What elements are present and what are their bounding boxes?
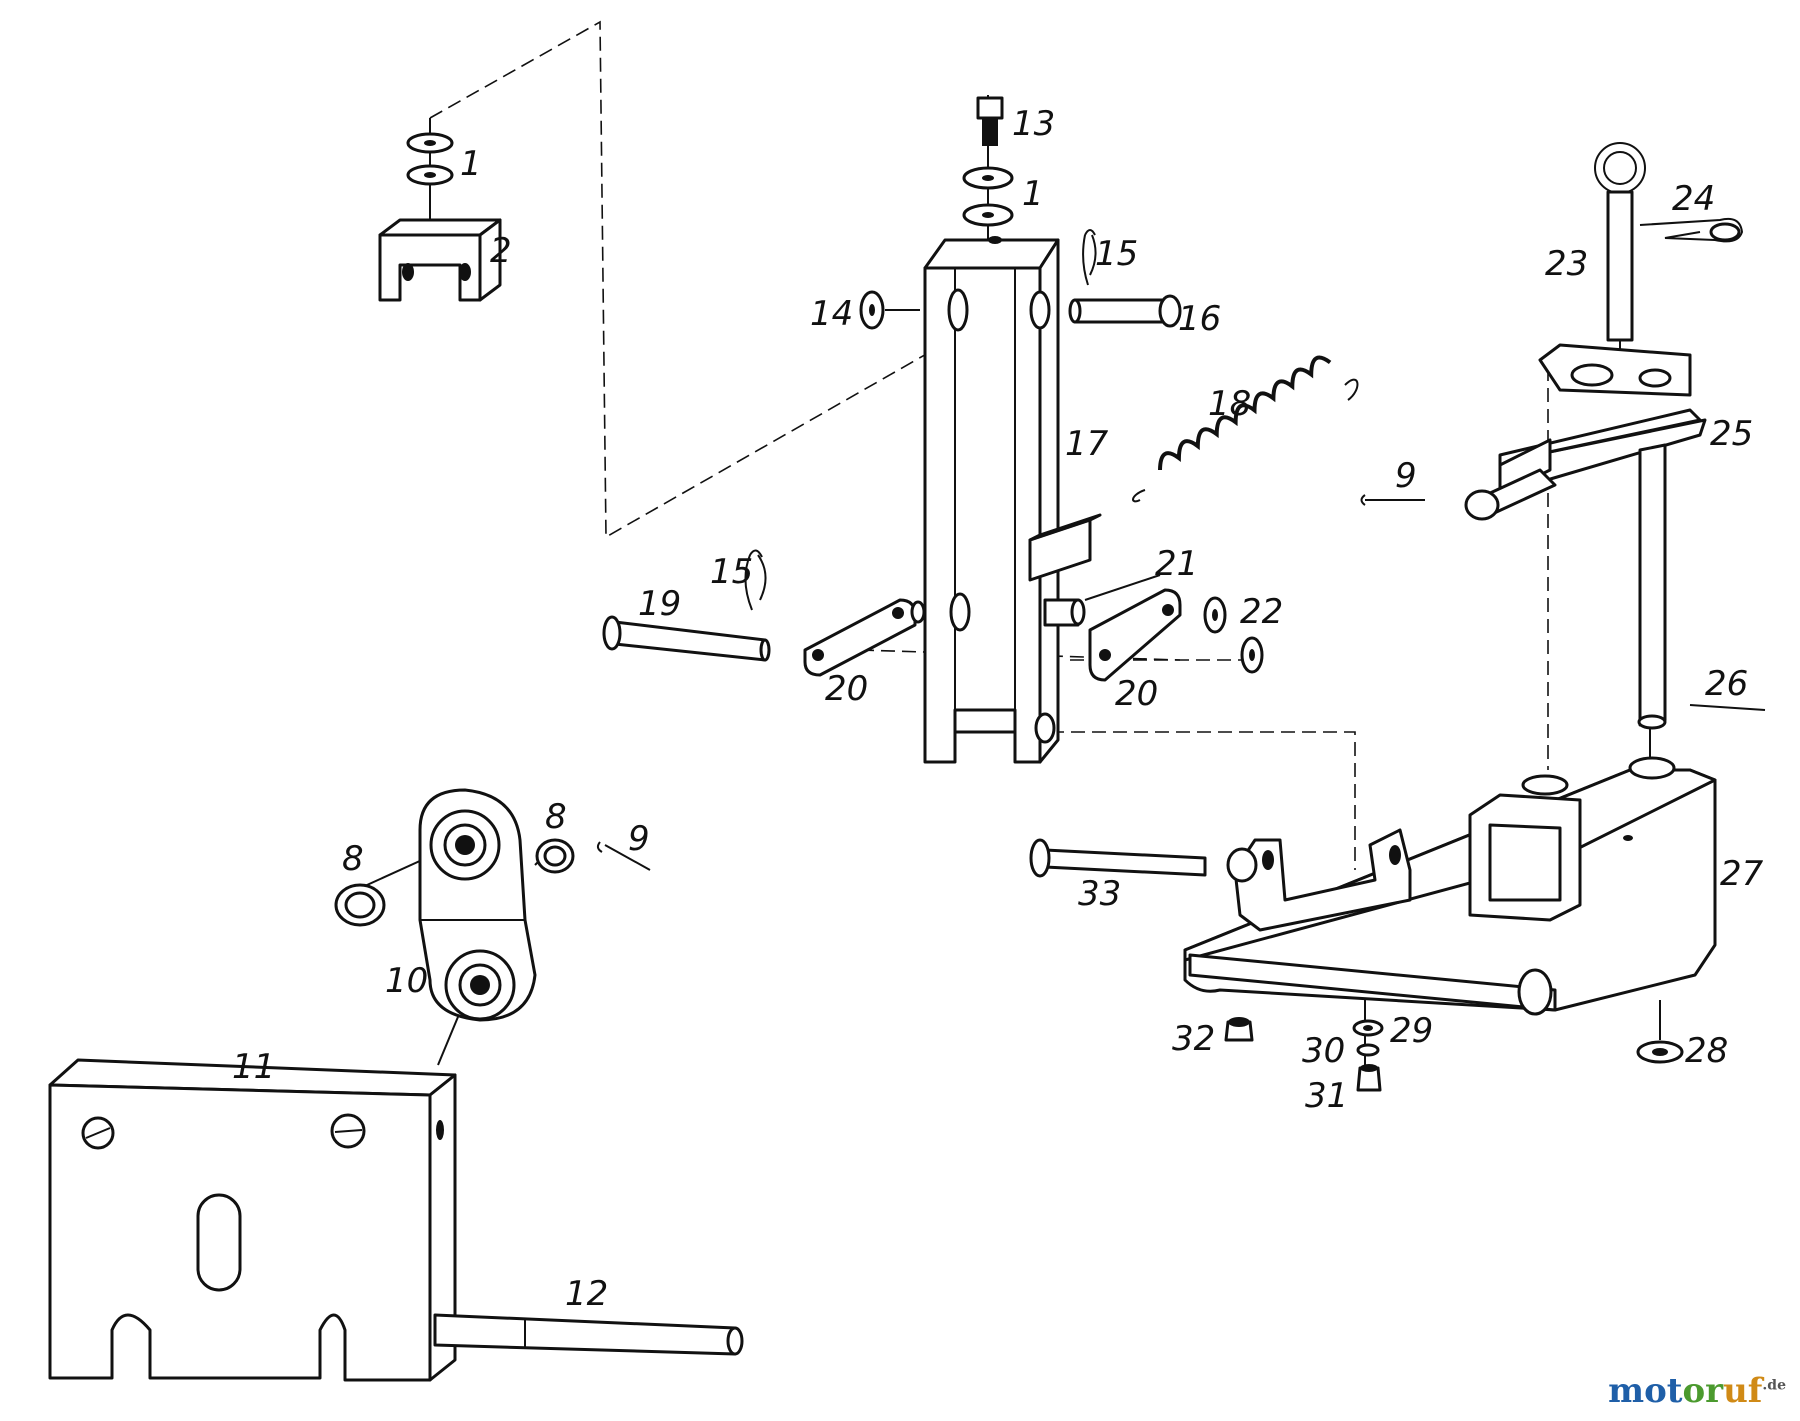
vertical-channel [923, 236, 1102, 764]
label-11: 11 [232, 1047, 275, 1087]
label-9b: 9 [1395, 456, 1417, 496]
lock-washer-30 [1356, 1043, 1380, 1057]
top-bracket-25 [1464, 343, 1707, 521]
screw-32 [1224, 1017, 1254, 1042]
label-20b: 20 [1115, 674, 1158, 714]
label-20a: 20 [825, 669, 868, 709]
label-9a: 9 [628, 819, 650, 859]
tension-spring [1132, 355, 1359, 503]
brand-logo: motoruf.de [1608, 1371, 1786, 1411]
washer-29 [1352, 1019, 1384, 1037]
spring-clip-24 [1639, 217, 1744, 243]
cotter-pin-right [1360, 494, 1425, 506]
clevis-pin-16 [1068, 294, 1182, 328]
label-23: 23 [1545, 244, 1588, 284]
cotter-pin-26 [1689, 704, 1766, 711]
label-16: 16 [1178, 299, 1221, 339]
label-12: 12 [565, 1274, 608, 1314]
mounting-plate-11 [48, 1058, 457, 1382]
base-plate-27 [1183, 756, 1717, 1016]
label-25: 25 [1710, 414, 1753, 454]
label-13: 13 [1012, 104, 1055, 144]
label-2: 2 [490, 231, 512, 271]
washer-14 [859, 290, 920, 330]
label-29: 29 [1390, 1011, 1433, 1051]
label-24: 24 [1672, 179, 1715, 219]
cotter-pin-left [596, 841, 651, 871]
label-1b: 1 [1022, 174, 1044, 214]
label-30: 30 [1302, 1031, 1345, 1071]
lever-10 [418, 788, 537, 1022]
u-bracket [378, 218, 502, 302]
label-8b: 8 [545, 797, 567, 837]
label-22: 22 [1240, 592, 1283, 632]
washer-pair-left [406, 132, 454, 186]
hex-bolt [976, 96, 1004, 146]
screw-31 [1356, 1064, 1382, 1092]
label-27: 27 [1720, 854, 1764, 894]
label-26: 26 [1705, 664, 1748, 704]
spacer-21 [1043, 574, 1161, 627]
label-18: 18 [1208, 384, 1251, 424]
link-plate-right [1088, 588, 1182, 682]
eye-pin-23 [1594, 142, 1646, 342]
label-19: 19 [638, 584, 681, 624]
label-32: 32 [1172, 1019, 1215, 1059]
clevis-pin-33 [1029, 838, 1258, 883]
part-labels: 1 2 13 1 15 14 16 17 18 19 15 20 21 22 2… [232, 104, 1764, 1314]
label-31: 31 [1305, 1076, 1348, 1116]
washer-pair-center [962, 166, 1014, 227]
label-17: 17 [1065, 424, 1109, 464]
vertical-rod [1637, 443, 1667, 730]
label-33: 33 [1078, 874, 1121, 914]
logo-part-2: or [1682, 1371, 1724, 1411]
logo-part-1: mot [1608, 1371, 1683, 1411]
washers-22 [1203, 596, 1264, 674]
label-15b: 15 [710, 552, 753, 592]
r-clip-lower [744, 549, 767, 611]
bushing-8-right [535, 838, 575, 874]
clevis-pin-19 [602, 615, 771, 662]
label-14: 14 [810, 294, 853, 334]
bushing-8-left [334, 883, 386, 927]
label-8a: 8 [342, 839, 364, 879]
r-clip-top [1082, 229, 1097, 286]
shaft-12 [433, 1313, 744, 1356]
label-1a: 1 [460, 144, 482, 184]
logo-suffix: .de [1762, 1377, 1786, 1394]
label-21: 21 [1155, 544, 1198, 584]
label-10: 10 [385, 961, 428, 1001]
link-plate-left [803, 598, 926, 677]
label-28: 28 [1685, 1031, 1728, 1071]
washer-28 [1636, 1040, 1684, 1064]
label-15a: 15 [1095, 234, 1138, 274]
logo-part-3: uf [1723, 1371, 1763, 1411]
